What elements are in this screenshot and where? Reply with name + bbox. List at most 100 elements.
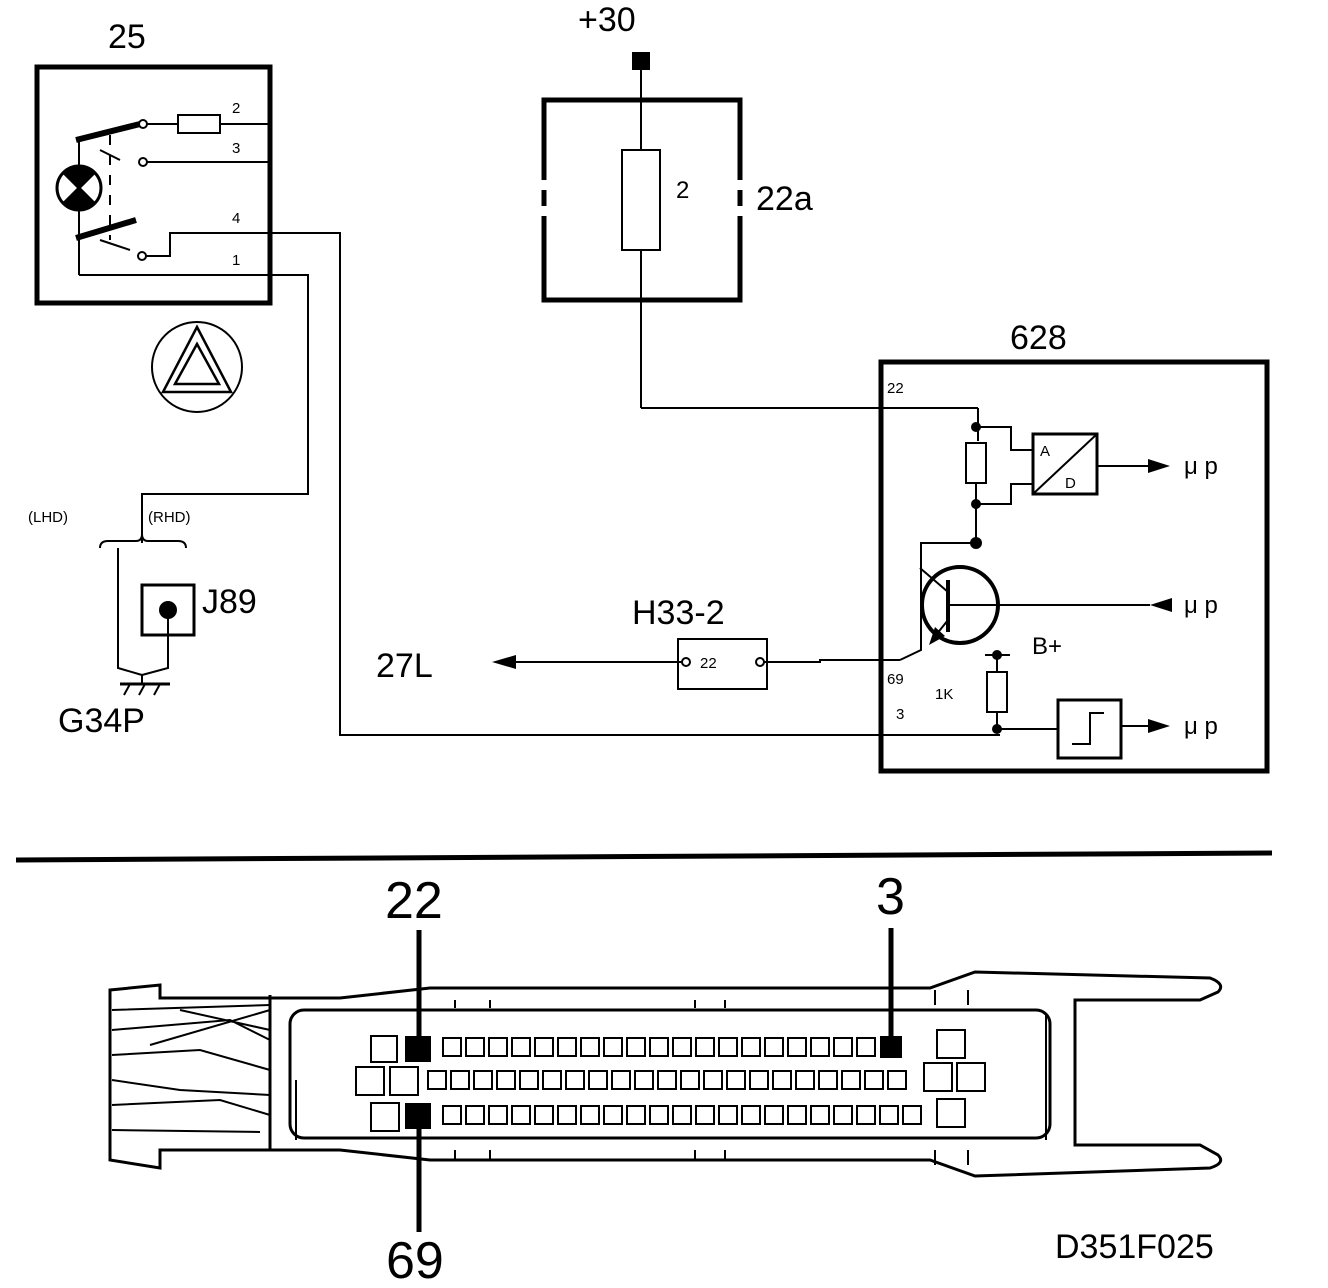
adc-a: A bbox=[1040, 443, 1050, 460]
cavity bbox=[787, 1105, 807, 1125]
mp-output-1: μ p bbox=[1184, 453, 1218, 480]
cavity bbox=[695, 1105, 715, 1125]
cavity bbox=[465, 1037, 485, 1057]
cavity bbox=[557, 1037, 577, 1057]
fuse-box-label: 22a bbox=[756, 180, 813, 218]
cavity bbox=[588, 1070, 608, 1090]
cavity bbox=[887, 1070, 907, 1090]
cavity bbox=[565, 1070, 585, 1090]
module-pin-22: 22 bbox=[887, 380, 904, 397]
dest-label: 27L bbox=[376, 647, 433, 685]
callout-3: 3 bbox=[876, 868, 905, 926]
cavity bbox=[634, 1070, 654, 1090]
figure-id: D351F025 bbox=[1055, 1228, 1214, 1266]
cavity bbox=[749, 1070, 769, 1090]
cavity-row-1 bbox=[442, 1037, 876, 1057]
cavity bbox=[864, 1070, 884, 1090]
cavity bbox=[488, 1105, 508, 1125]
ecu-connector-view: 22 3 69 bbox=[108, 868, 1223, 1288]
wire-pin4-to-module-3 bbox=[270, 232, 1000, 736]
connector-h33-2: H33-2 22 27L bbox=[376, 594, 900, 690]
cavity bbox=[879, 1105, 899, 1125]
supply-label: +30 bbox=[578, 1, 636, 39]
cavity bbox=[580, 1037, 600, 1057]
connector-label: H33-2 bbox=[632, 594, 725, 632]
cavity bbox=[818, 1070, 838, 1090]
cavity bbox=[649, 1105, 669, 1125]
switch-label: 25 bbox=[108, 18, 146, 56]
cavity bbox=[626, 1037, 646, 1057]
mp-output-2: μ p bbox=[1184, 592, 1218, 619]
callout-69: 69 bbox=[386, 1232, 444, 1288]
hazard-switch-25: 25 2 3 4 1 bbox=[34, 18, 273, 306]
cavity bbox=[450, 1070, 470, 1090]
cavity bbox=[795, 1070, 815, 1090]
cavity bbox=[626, 1105, 646, 1125]
cavity bbox=[856, 1105, 876, 1125]
separator bbox=[15, 850, 1273, 863]
cavity bbox=[511, 1037, 531, 1057]
cavity bbox=[833, 1105, 853, 1125]
cavity-69 bbox=[405, 1103, 431, 1129]
cavity bbox=[611, 1070, 631, 1090]
resistor-label: 1K bbox=[935, 686, 953, 703]
connector-pin: 22 bbox=[700, 655, 717, 672]
cavity bbox=[488, 1037, 508, 1057]
cavity bbox=[603, 1105, 623, 1125]
cavity bbox=[672, 1105, 692, 1125]
cavity bbox=[465, 1105, 485, 1125]
cavity bbox=[649, 1037, 669, 1057]
cavity bbox=[902, 1105, 922, 1125]
cavity bbox=[718, 1037, 738, 1057]
fuse-2 bbox=[621, 149, 661, 251]
cavity bbox=[772, 1070, 792, 1090]
cavity bbox=[542, 1070, 562, 1090]
control-module-628: 628 22 69 3 A D μ p μ p B+ bbox=[878, 319, 1270, 774]
cavity bbox=[718, 1105, 738, 1125]
module-box bbox=[878, 359, 1270, 774]
fuse-number: 2 bbox=[676, 177, 689, 204]
ground-section: (LHD) (RHD) J89 G34P bbox=[28, 509, 257, 740]
cavity bbox=[511, 1105, 531, 1125]
cavity bbox=[427, 1070, 447, 1090]
cavity-3 bbox=[880, 1036, 902, 1058]
module-pin-3: 3 bbox=[896, 706, 904, 723]
cavity bbox=[603, 1037, 623, 1057]
switch-box bbox=[34, 64, 273, 306]
cavity-22 bbox=[405, 1036, 431, 1062]
cavity bbox=[534, 1037, 554, 1057]
cavity bbox=[442, 1105, 462, 1125]
cavity bbox=[695, 1037, 715, 1057]
module-label: 628 bbox=[1010, 319, 1067, 357]
rhd-label: (RHD) bbox=[148, 509, 191, 526]
switch-pin-1: 1 bbox=[232, 252, 240, 269]
cavity bbox=[703, 1070, 723, 1090]
switch-pin-3: 3 bbox=[232, 140, 240, 157]
cavity bbox=[496, 1070, 516, 1090]
cavity bbox=[764, 1105, 784, 1125]
mp-output-3: μ p bbox=[1184, 713, 1218, 740]
fuse-box-22a: +30 2 22a bbox=[541, 1, 978, 409]
schmitt-trigger bbox=[1056, 698, 1123, 760]
cavity bbox=[810, 1037, 830, 1057]
b-plus-label: B+ bbox=[1032, 633, 1062, 660]
cavity bbox=[657, 1070, 677, 1090]
cavity-row-2 bbox=[427, 1070, 907, 1090]
adc-d: D bbox=[1065, 475, 1076, 492]
cavity bbox=[580, 1105, 600, 1125]
switch-pin-4: 4 bbox=[232, 210, 240, 227]
jumper-label: J89 bbox=[202, 583, 257, 621]
cavity bbox=[856, 1037, 876, 1057]
wire-pin1-to-ground bbox=[141, 274, 309, 543]
cavity bbox=[672, 1037, 692, 1057]
cavity bbox=[680, 1070, 700, 1090]
supply-terminal bbox=[632, 52, 650, 70]
cavity bbox=[787, 1037, 807, 1057]
cavity bbox=[833, 1037, 853, 1057]
cavity bbox=[557, 1105, 577, 1125]
cavity bbox=[741, 1037, 761, 1057]
cavity bbox=[764, 1037, 784, 1057]
module-pin-69: 69 bbox=[887, 671, 904, 688]
cavity bbox=[726, 1070, 746, 1090]
